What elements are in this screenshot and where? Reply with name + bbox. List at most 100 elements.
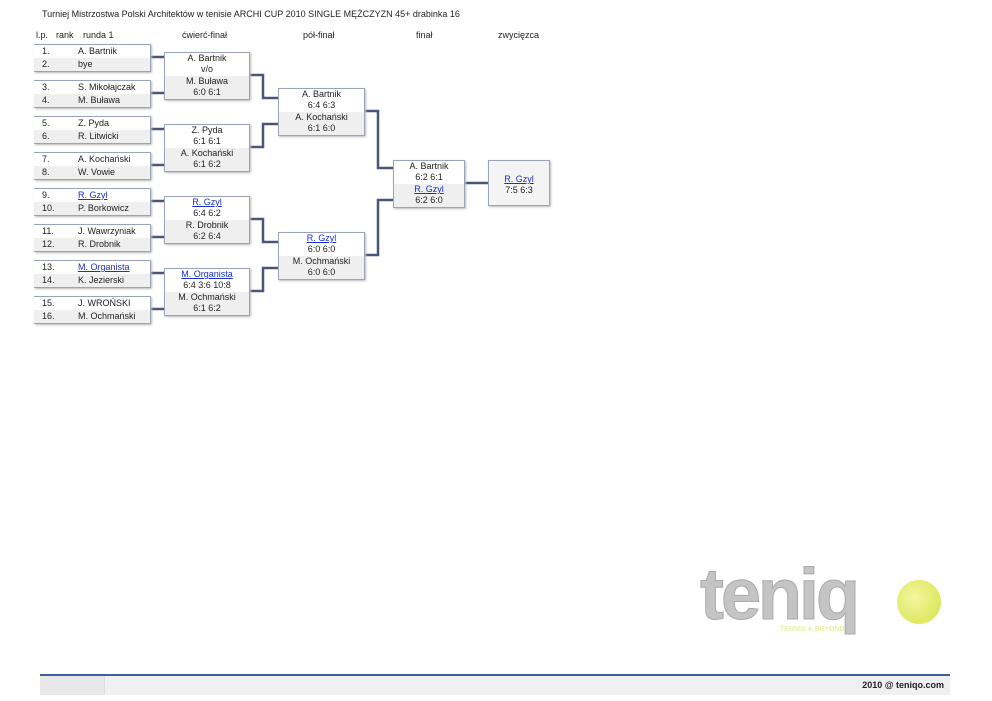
player-row: 5. Z. Pyda (34, 117, 150, 130)
player-name: K. Jezierski (78, 275, 125, 285)
player-link[interactable]: R. Gzyl (414, 184, 444, 194)
connector-line (364, 198, 393, 257)
player-link[interactable]: R. Gzyl (306, 233, 337, 243)
player-link[interactable]: R. Gzyl (78, 190, 108, 200)
score: 6:1 6:1 (193, 136, 221, 146)
player-row: 15.J. WROŃSKI (34, 297, 150, 310)
player-row: 11.J. Wawrzyniak (34, 225, 150, 238)
winner-link[interactable]: R. Gzyl (504, 174, 534, 184)
player-row: 9.R. Gzyl (34, 189, 150, 202)
score: 6:4 6:3 (307, 100, 336, 110)
player-name: Z. Pyda (78, 118, 110, 128)
player-link[interactable]: R. Gzyl (192, 197, 222, 207)
player-name: A. Bartnik (301, 89, 341, 99)
player-link[interactable]: M. Organista (78, 262, 130, 272)
seed-number: 5. (42, 118, 50, 128)
player-name: J. WROŃSKI (78, 298, 131, 308)
logo-wordmark: teniq (700, 555, 861, 636)
player-name: A. Kochański (295, 112, 348, 122)
connector-line (249, 73, 278, 100)
seed-number: 2. (42, 59, 50, 69)
player-name: Z. Pyda (191, 125, 223, 135)
player-row: 6.R. Litwicki (34, 130, 150, 143)
score: 6:2 6:4 (193, 231, 221, 241)
score: 6:0 6:0 (307, 244, 336, 254)
player-row: 10. P. Borkowicz (34, 202, 150, 215)
player-name: M. Ochmański (292, 256, 351, 266)
player-name: A. Bartnik (78, 46, 118, 56)
header-final: finał (416, 30, 433, 40)
player-name: A. Kochański (180, 148, 234, 158)
seed-number: 12. (42, 239, 55, 249)
round1-match: 13. M. Organista 14. K. Jezierski (34, 260, 151, 288)
header-winner: zwycięzca (498, 30, 540, 40)
footer-left-cell (40, 676, 105, 695)
player-name: M. Ochmański (178, 292, 236, 302)
logo-tagline: TENNIS & BEYOND (780, 626, 845, 633)
score: 6:4 6:2 (193, 208, 221, 218)
player-row: 4. M. Buława (34, 94, 150, 107)
player-name: R. Drobnik (78, 239, 121, 249)
header-rank: rank (56, 30, 74, 40)
seed-number: 1. (42, 46, 50, 56)
player-name: A. Bartnik (187, 53, 227, 63)
player-link[interactable]: M. Organista (181, 269, 233, 279)
player-name: A. Kochański (78, 154, 131, 164)
footer-copyright: 2010 @ teniqo.com (862, 680, 944, 690)
player-name: M. Buława (185, 76, 229, 86)
teniqo-logo: teniq TENNIS & BEYOND (700, 555, 945, 657)
seed-number: 14. (42, 275, 55, 285)
player-name: R. Drobnik (185, 220, 229, 230)
player-row: 2. bye (34, 58, 150, 71)
score: 6:1 6:0 (307, 123, 336, 133)
player-name: bye (78, 59, 93, 69)
seed-number: 7. (42, 154, 50, 164)
player-row: 14. K. Jezierski (34, 274, 150, 287)
player-name: M. Buława (78, 95, 121, 105)
seed-number: 16. (42, 311, 55, 321)
score: 6:4 3:6 10:8 (183, 280, 231, 290)
seed-number: 10. (42, 203, 55, 213)
connector-line (249, 122, 278, 149)
player-row: 3.S. Mikołajczak (34, 81, 150, 94)
header-quarterfinal: ćwierć-finał (182, 30, 228, 40)
player-name: W. Vowie (78, 167, 116, 177)
seed-number: 13. (42, 262, 55, 272)
tennis-ball-icon (897, 580, 941, 624)
score: 6:2 6:1 (415, 172, 443, 182)
connector-line (364, 109, 393, 170)
score: 6:1 6:2 (193, 303, 221, 313)
player-name: M. Ochmański (78, 311, 136, 321)
seed-number: 11. (42, 226, 54, 236)
connector-line (249, 266, 278, 293)
player-name: P. Borkowicz (78, 203, 129, 213)
score: 6:2 6:0 (415, 195, 443, 205)
round1-match: 7. A. Kochański 8. W. Vowie (34, 152, 151, 180)
player-row: 8. W. Vowie (34, 166, 150, 179)
player-row: 12. R. Drobnik (34, 238, 150, 251)
seed-number: 4. (42, 95, 50, 105)
score: v/o (200, 64, 213, 74)
seed-number: 6. (42, 131, 50, 141)
seed-number: 8. (42, 167, 50, 177)
